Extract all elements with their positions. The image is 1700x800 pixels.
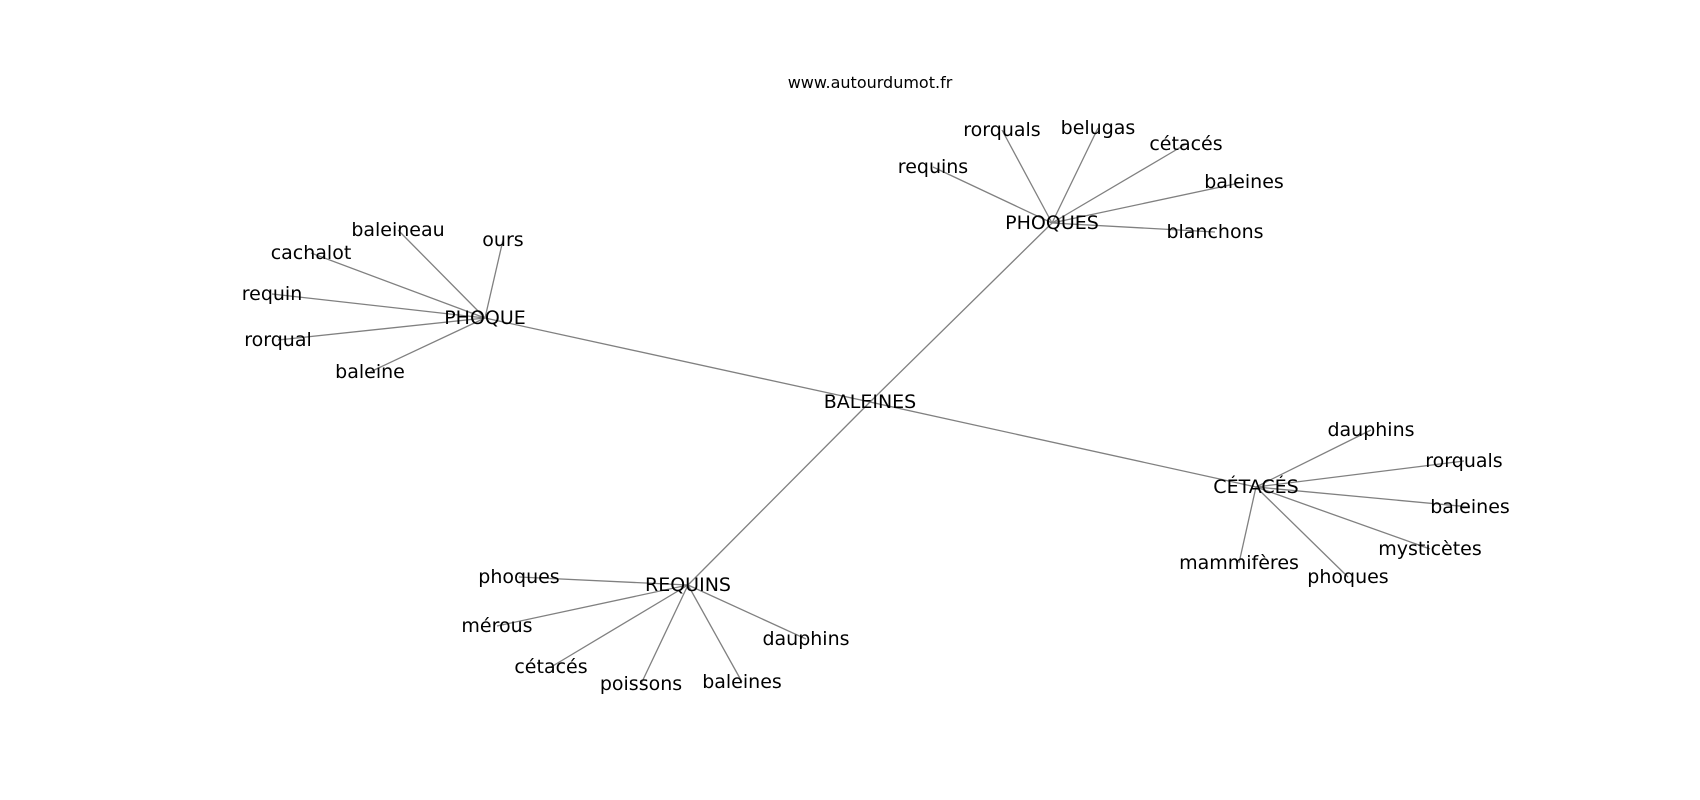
leaf-node[interactable]: ours: [482, 229, 523, 251]
leaf-node[interactable]: rorqual: [244, 329, 312, 351]
hub-node[interactable]: CÉTACÉS: [1213, 475, 1298, 498]
leaf-node[interactable]: poissons: [600, 673, 682, 695]
edge-hub-leaf: [687, 584, 743, 683]
edge-center-hub: [869, 401, 1257, 488]
leaf-node[interactable]: baleines: [702, 671, 782, 693]
site-url[interactable]: www.autourdumot.fr: [788, 73, 953, 92]
graph-labels: www.autourdumot.fr requins rorquals beluga…: [242, 73, 1510, 695]
leaf-node[interactable]: cétacés: [1149, 133, 1222, 155]
edge-hub-leaf: [310, 252, 486, 319]
leaf-node[interactable]: baleines: [1204, 171, 1284, 193]
leaf-node[interactable]: cachalot: [271, 242, 352, 264]
leaf-node[interactable]: dauphins: [762, 628, 849, 650]
leaf-node[interactable]: mysticètes: [1378, 538, 1482, 560]
leaf-node[interactable]: phoques: [478, 566, 559, 588]
leaf-node[interactable]: baleines: [1430, 496, 1510, 518]
hub-node[interactable]: PHOQUES: [1005, 212, 1099, 234]
edge-hub-leaf: [496, 584, 689, 627]
leaf-node[interactable]: baleineau: [351, 219, 444, 241]
edge-center-hub: [484, 317, 871, 403]
edge-hub-leaf: [397, 229, 486, 319]
edge-hub-leaf: [1051, 127, 1099, 224]
leaf-node[interactable]: rorquals: [1425, 450, 1502, 472]
edge-hub-leaf: [1051, 181, 1245, 224]
leaf-node[interactable]: requin: [242, 283, 303, 305]
leaf-node[interactable]: rorquals: [963, 119, 1040, 141]
center-node[interactable]: BALEINES: [824, 391, 917, 413]
edge-hub-leaf: [687, 584, 807, 640]
leaf-node[interactable]: dauphins: [1327, 419, 1414, 441]
edge-hub-leaf: [550, 584, 689, 668]
leaf-node[interactable]: phoques: [1307, 566, 1388, 588]
hub-node[interactable]: REQUINS: [645, 574, 731, 596]
edge-hub-leaf: [1255, 460, 1465, 488]
edge-hub-leaf: [1255, 486, 1471, 508]
edge-center-hub: [869, 222, 1053, 403]
edge-hub-leaf: [271, 293, 486, 319]
leaf-node[interactable]: mammifères: [1179, 552, 1299, 574]
hub-node[interactable]: PHOQUE: [444, 307, 526, 329]
edge-hub-leaf: [932, 166, 1053, 224]
edge-center-hub: [687, 401, 871, 586]
edge-hub-leaf: [1051, 143, 1187, 224]
edge-hub-leaf: [1255, 486, 1431, 550]
edge-hub-leaf: [1255, 429, 1372, 488]
leaf-node[interactable]: requins: [898, 156, 968, 178]
edge-hub-leaf: [484, 239, 504, 319]
edge-hub-leaf: [1051, 222, 1216, 233]
edge-hub-leaf: [1238, 486, 1257, 564]
leaf-node[interactable]: blanchons: [1166, 221, 1263, 243]
edge-hub-leaf: [1001, 129, 1053, 224]
leaf-node[interactable]: baleine: [335, 361, 405, 383]
edge-hub-leaf: [1255, 486, 1349, 578]
edge-hub-leaf: [518, 576, 689, 586]
graph-edges: [271, 127, 1471, 685]
leaf-node[interactable]: cétacés: [514, 656, 587, 678]
edge-hub-leaf: [640, 584, 689, 685]
leaf-node[interactable]: mérous: [461, 615, 532, 637]
edge-hub-leaf: [277, 317, 486, 341]
leaf-node[interactable]: belugas: [1061, 117, 1136, 139]
edge-hub-leaf: [369, 317, 486, 373]
